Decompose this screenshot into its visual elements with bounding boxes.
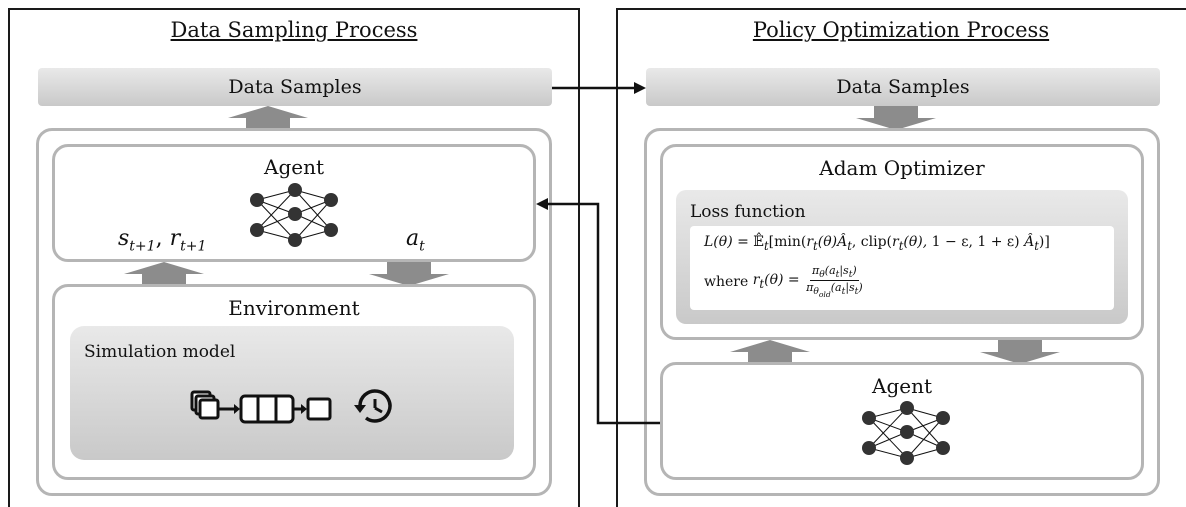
data-samples-bar-left: Data Samples [38,68,552,106]
agent-label-right: Agent [872,374,932,398]
up-arrow-to-samples [228,106,308,130]
up-arrow-agent-to-optimizer [730,340,810,364]
simulation-model-label: Simulation model [84,342,236,362]
down-arrow-optimizer-to-agent [980,340,1060,364]
history-clock-icon [354,389,392,423]
environment-label: Environment [228,296,360,320]
policy-optimization-panel [616,8,1186,507]
neural-network-icon [862,401,950,465]
ratio-equation: where rt(θ) = πθ(at|st) πθold(at|st) [704,264,863,300]
down-arrow-agent-to-env [369,262,449,286]
simulation-model-box [70,326,514,460]
down-arrow-samples-to-optimizer [856,106,936,130]
loss-equation-card [690,226,1114,310]
state-reward-label: st+1, rt+1 [118,226,207,255]
neural-network-icon [250,183,338,247]
adam-optimizer-label: Adam Optimizer [819,156,985,180]
queue-process-icon [190,390,332,424]
loss-function-label: Loss function [690,202,806,222]
data-sampling-panel [8,8,580,507]
up-arrow-env-to-agent [124,262,204,286]
loss-equation: L(θ) = 𝔼̂t[min(rt(θ)Ât, clip(rt(θ), 1 − … [704,234,1050,253]
data-sampling-title: Data Sampling Process [170,18,418,42]
agent-label-left: Agent [264,155,324,179]
data-samples-label-right: Data Samples [836,76,970,98]
data-samples-bar-right: Data Samples [646,68,1160,106]
action-label: at [406,226,425,255]
data-samples-label-left: Data Samples [228,76,362,98]
policy-optimization-title: Policy Optimization Process [752,18,1050,42]
